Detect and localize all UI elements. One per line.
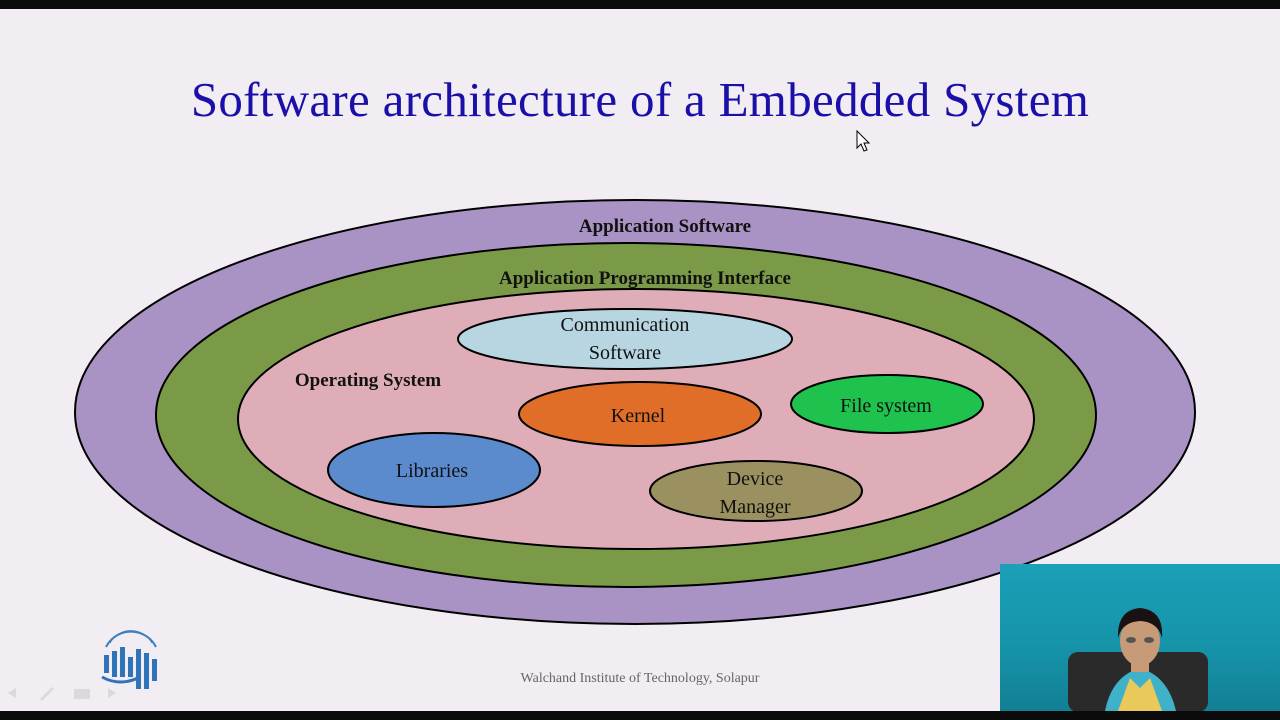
institute-logo-icon: [100, 621, 162, 698]
architecture-diagram: Application Software Application Program…: [74, 199, 1196, 625]
component-communication-software: [457, 308, 793, 370]
label-device-manager-line2: Manager: [719, 496, 790, 518]
component-libraries: [327, 432, 541, 508]
component-device-manager: [649, 460, 863, 522]
previous-slide-icon[interactable]: [8, 688, 16, 698]
label-file-system: File system: [840, 395, 932, 417]
label-api: Application Programming Interface: [499, 268, 791, 289]
label-communication-software-line1: Communication: [561, 314, 690, 336]
menu-icon[interactable]: [74, 689, 90, 699]
mouse-pointer-icon: [856, 129, 872, 159]
label-libraries: Libraries: [396, 460, 468, 482]
label-device-manager-line1: Device: [727, 468, 784, 490]
slide-title: Software architecture of a Embedded Syst…: [190, 72, 1090, 127]
component-kernel: [518, 381, 762, 447]
component-file-system: [790, 374, 984, 434]
slide-controls: [4, 685, 134, 706]
label-kernel: Kernel: [611, 405, 666, 427]
label-communication-software-line2: Software: [589, 342, 661, 364]
label-application-software: Application Software: [579, 216, 751, 237]
slide: Software architecture of a Embedded Syst…: [0, 9, 1280, 711]
webcam-overlay: [1000, 564, 1280, 711]
label-operating-system: Operating System: [295, 370, 441, 391]
footer-text: Walchand Institute of Technology, Solapu…: [520, 671, 760, 686]
pen-icon[interactable]: [40, 687, 54, 701]
next-slide-icon[interactable]: [108, 688, 116, 698]
